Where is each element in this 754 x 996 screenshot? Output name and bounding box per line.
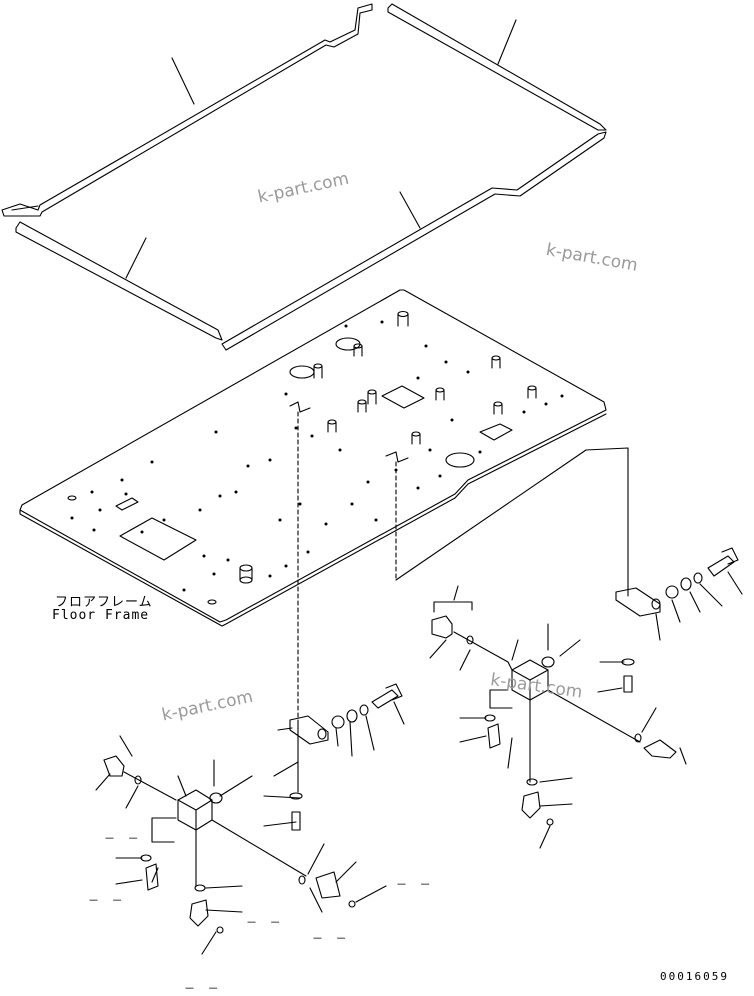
leader-lines-seals xyxy=(125,19,517,279)
seal-strip-right xyxy=(221,131,607,351)
floor-frame-label-jp: フロアフレーム xyxy=(55,595,153,610)
right-bracket xyxy=(615,587,661,617)
dashed-alignment-lines xyxy=(297,411,397,725)
seal-strip-top-right xyxy=(387,3,607,131)
plate-holes xyxy=(70,320,564,592)
left-bracket xyxy=(289,715,329,745)
left-bolt-stack xyxy=(331,683,403,729)
left-block xyxy=(177,789,213,831)
dash-mark: － － xyxy=(246,916,284,929)
dash-mark: － － xyxy=(396,878,434,891)
seal-strip-top-left xyxy=(1,3,373,217)
right-leader-lines xyxy=(429,571,743,849)
right-bolt-stack xyxy=(665,547,739,599)
floor-frame-plate xyxy=(19,289,607,627)
drawing-code: 00016059 xyxy=(660,970,729,983)
dash-mark: － － xyxy=(104,832,142,845)
left-pipes xyxy=(123,771,307,887)
right-pipes xyxy=(453,631,641,783)
left-fittings xyxy=(103,755,356,934)
right-fittings xyxy=(431,615,677,826)
dash-mark: － － xyxy=(88,894,126,907)
connection-lines xyxy=(297,447,629,793)
dash-mark: － － xyxy=(184,982,222,995)
left-leader-lines xyxy=(95,701,405,955)
dash-mark: － － xyxy=(312,932,350,945)
floor-frame-label-en: Floor Frame xyxy=(52,608,150,623)
seal-strip-left xyxy=(15,221,223,341)
